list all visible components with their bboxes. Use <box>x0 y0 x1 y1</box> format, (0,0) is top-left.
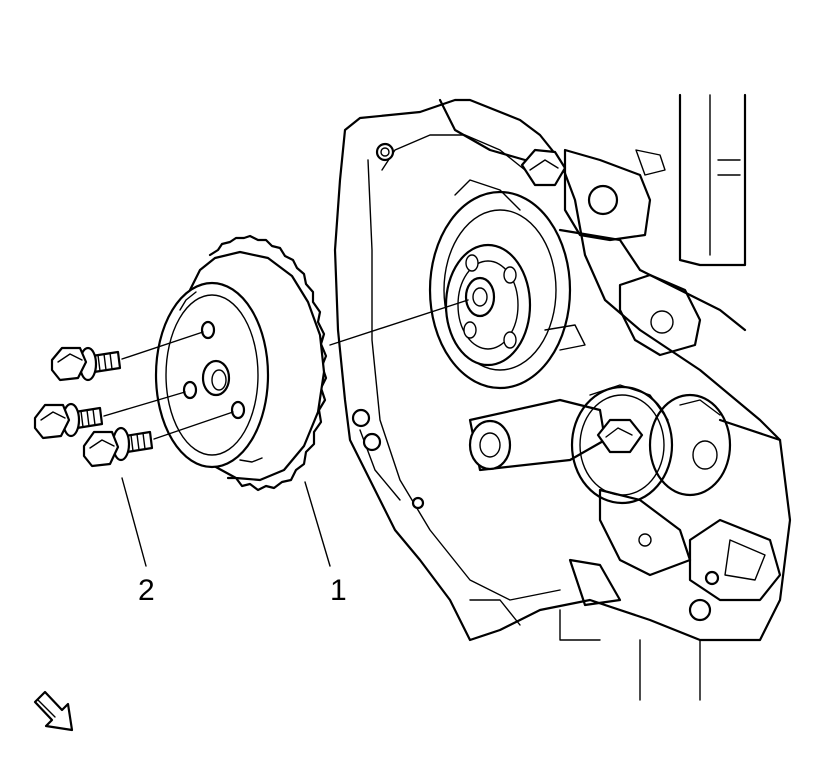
tensioner-assembly <box>468 384 782 577</box>
upper-bracket-bolt <box>520 148 666 242</box>
callout-leaders <box>121 477 331 567</box>
bolt-lower <box>82 426 154 468</box>
alignment-lines <box>103 299 469 440</box>
bolt-upper <box>50 346 122 382</box>
sprocket-bolts <box>33 346 154 468</box>
engine-front-cover <box>333 93 792 701</box>
callout-label-1: 1 <box>330 574 347 607</box>
view-direction-arrow-icon <box>33 690 74 732</box>
bolt-middle <box>33 402 104 440</box>
camshaft-hub <box>428 179 586 390</box>
camshaft-sprocket <box>154 234 328 492</box>
callout-label-2: 2 <box>138 574 155 607</box>
